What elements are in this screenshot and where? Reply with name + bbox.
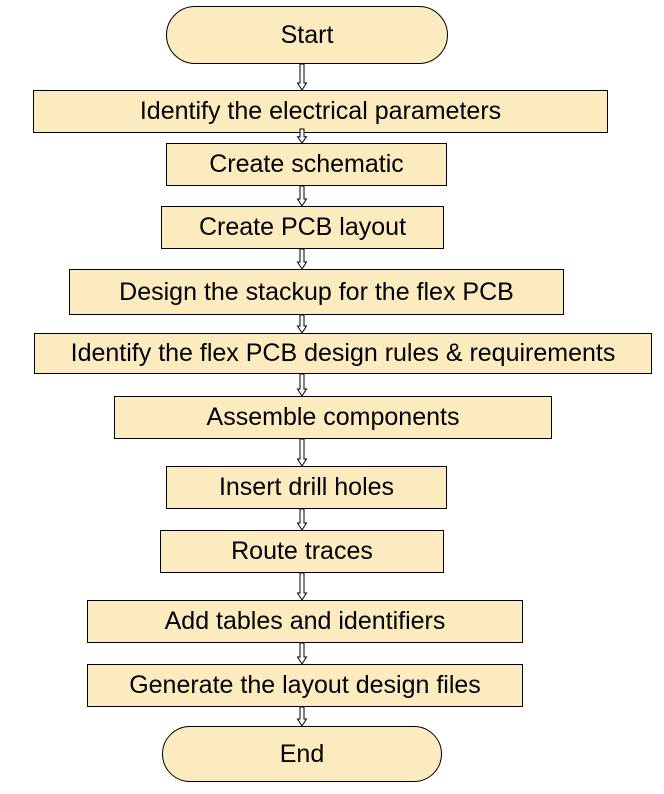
node-label: Add tables and identifiers	[164, 607, 446, 635]
node-label: Route traces	[231, 537, 373, 565]
flow-arrow-down-icon	[296, 642, 308, 665]
process-step-identify-electrical-parameters: Identify the electrical parameters	[33, 90, 608, 133]
flow-arrow-down-icon	[296, 314, 308, 334]
flow-arrow-down-icon	[296, 706, 308, 727]
flow-arrow-down-icon	[296, 438, 308, 467]
terminal-end: End	[162, 726, 442, 782]
node-label: Design the stackup for the flex PCB	[119, 277, 514, 306]
flow-arrow-down-icon	[296, 63, 308, 91]
process-step-assemble-components: Assemble components	[114, 396, 552, 439]
node-label: Generate the layout design files	[129, 671, 481, 699]
node-label: Create schematic	[209, 150, 404, 178]
terminal-start: Start	[166, 6, 448, 64]
node-label: Identify the electrical parameters	[139, 97, 502, 125]
node-label: Create PCB layout	[198, 213, 407, 241]
node-label: Insert drill holes	[218, 473, 395, 501]
node-label: Start	[280, 20, 334, 49]
node-label: Identify the flex PCB design rules & req…	[70, 339, 616, 367]
process-step-identify-design-rules: Identify the flex PCB design rules & req…	[34, 333, 652, 374]
flow-arrow-down-icon	[296, 248, 308, 270]
flow-arrow-down-icon	[296, 373, 308, 397]
process-step-add-tables-identifiers: Add tables and identifiers	[87, 600, 523, 643]
flow-arrow-down-icon	[296, 185, 308, 207]
flow-arrow-down-icon	[296, 508, 308, 531]
process-step-design-stackup: Design the stackup for the flex PCB	[69, 269, 564, 315]
process-step-route-traces: Route traces	[160, 530, 444, 573]
flow-arrow-down-icon	[296, 572, 308, 601]
node-label: End	[279, 739, 325, 768]
process-step-create-pcb-layout: Create PCB layout	[161, 206, 444, 249]
flow-arrow-down-icon	[296, 128, 308, 144]
process-step-create-schematic: Create schematic	[166, 143, 447, 186]
node-label: Assemble components	[206, 403, 460, 431]
process-step-generate-layout-files: Generate the layout design files	[87, 664, 523, 707]
process-step-insert-drill-holes: Insert drill holes	[166, 466, 447, 509]
